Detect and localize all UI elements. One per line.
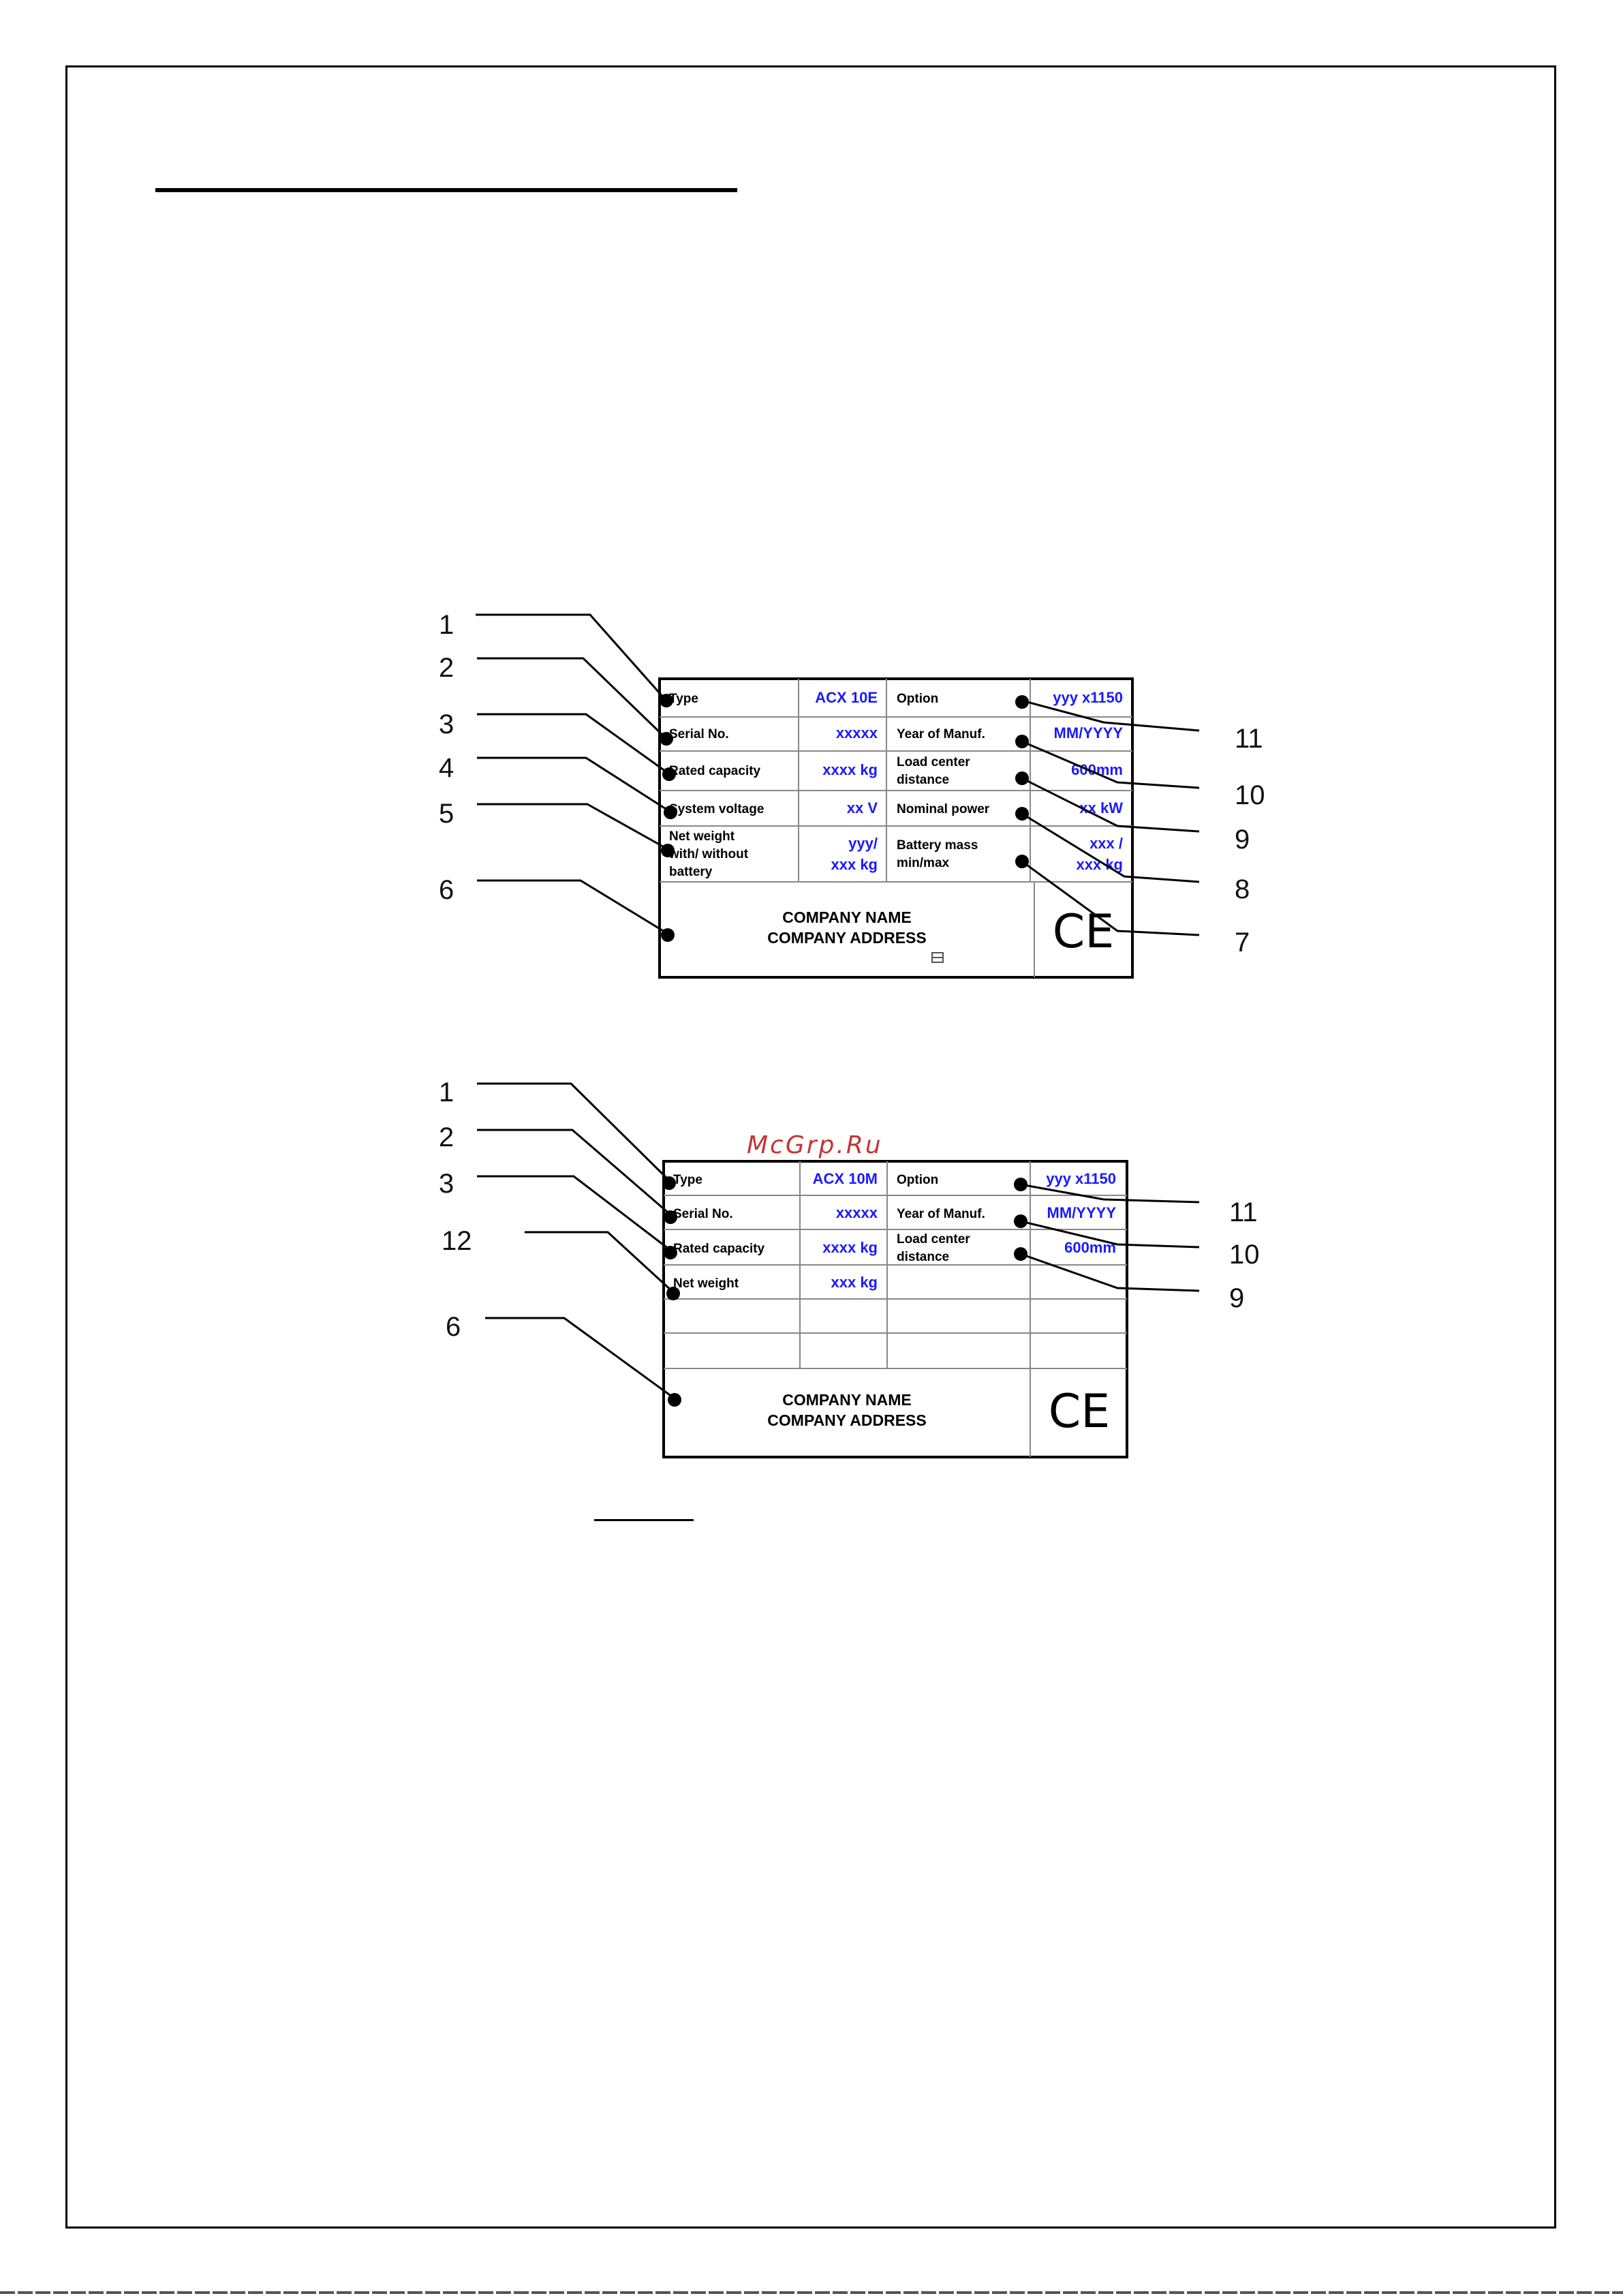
plate2-callout-1: 1 (439, 1077, 454, 1107)
plate1-voltage-label: System voltage (669, 802, 764, 816)
plate2-company-name: COMPANY NAME (782, 1391, 912, 1409)
plate1-voltage-value: xx V (847, 799, 878, 816)
plate2-right-leader-lines (1020, 1183, 1200, 1292)
plate1-callout-8: 8 (1235, 874, 1250, 904)
plate2-company-address: COMPANY ADDRESS (767, 1411, 926, 1429)
plate1-capacity-label: Rated capacity (669, 764, 761, 778)
plate2-option-label: Option (897, 1173, 938, 1187)
plate1-serial-label: Serial No. (669, 727, 729, 741)
plate1-company-name: COMPANY NAME (782, 908, 912, 926)
plate1-callout-9: 9 (1235, 825, 1250, 855)
plate1-right-leader-lines (1021, 699, 1200, 936)
plate1-netweight-label-line3: battery (669, 865, 713, 879)
plate1-serial-value: xxxxx (836, 724, 878, 741)
plate2-serial-label: Serial No. (673, 1207, 733, 1221)
plate2-capacity-label: Rated capacity (673, 1242, 765, 1256)
nameplate-2: Type ACX 10M Option yyy x1150 Serial No.… (439, 1077, 1260, 1458)
plate1-company-address: COMPANY ADDRESS (767, 929, 926, 947)
plate1-capacity-value: xxxx kg (822, 761, 878, 778)
plate2-callout-10: 10 (1229, 1240, 1260, 1270)
figure-reference-underline (594, 1519, 694, 1521)
nameplate-1-grid (660, 679, 1132, 977)
nameplate-1: Type ACX 10E Option yyy x1150 Serial No.… (439, 610, 1265, 979)
plate2-callout-6: 6 (446, 1312, 461, 1342)
plate1-netweight-value-line1: yyy/ (848, 835, 878, 852)
watermark-text: McGrp.Ru (747, 1131, 883, 1159)
plate2-type-value: ACX 10M (813, 1170, 878, 1187)
plate1-battery-label-line2: min/max (897, 856, 950, 870)
plate2-callout-9: 9 (1229, 1283, 1244, 1313)
plate2-loadcenter-label-line2: distance (897, 1250, 949, 1264)
plate2-serial-value: xxxxx (836, 1204, 878, 1221)
nameplate-2-grid (664, 1161, 1127, 1457)
page-border (65, 65, 1556, 2229)
plate2-callout-11: 11 (1229, 1197, 1258, 1227)
plate2-callout-3: 3 (439, 1169, 454, 1199)
plate1-ce-mark-icon: CE (1053, 905, 1114, 959)
nameplate-1-frame (658, 677, 1134, 979)
plate2-option-value: yyy x1150 (1046, 1170, 1116, 1187)
plate2-netweight-value: xxx kg (831, 1274, 878, 1291)
plate1-type-label: Type (669, 692, 698, 706)
plate1-callout-3: 3 (439, 709, 454, 739)
plate2-year-label: Year of Manuf. (897, 1207, 985, 1221)
plate1-left-markers (660, 694, 677, 942)
plate1-power-label: Nominal power (897, 802, 990, 816)
plate2-netweight-label: Net weight (673, 1276, 739, 1291)
plate1-netweight-label-line2: with/ without (668, 847, 749, 861)
plate2-right-markers (1014, 1178, 1027, 1261)
plate1-callout-2: 2 (439, 653, 454, 683)
page-bottom-edge (0, 2291, 1623, 2294)
plate1-callout-7: 7 (1235, 928, 1250, 958)
plate2-type-label: Type (673, 1173, 702, 1187)
plate2-callout-2: 2 (439, 1122, 454, 1152)
plate1-year-value: MM/YYYY (1054, 724, 1124, 741)
plate1-netweight-label-line1: Net weight (669, 829, 735, 844)
plate1-netweight-value-line2: xxx kg (831, 856, 878, 873)
plate1-right-markers (1015, 695, 1029, 868)
plate2-capacity-value: xxxx kg (822, 1239, 878, 1256)
plate1-loadcenter-label-line1: Load center (897, 755, 970, 769)
plate2-callout-12: 12 (442, 1226, 472, 1256)
plate1-power-value: xx kW (1079, 799, 1123, 816)
nameplate-2-frame (662, 1160, 1128, 1458)
plate2-left-leader-lines (477, 1082, 675, 1400)
plate1-callout-6: 6 (439, 875, 454, 905)
title-underline (155, 188, 737, 192)
plate2-year-value: MM/YYYY (1047, 1204, 1117, 1221)
plate2-left-markers (662, 1176, 681, 1407)
plate1-battery-value-line1: xxx / (1089, 835, 1123, 852)
plate1-type-value: ACX 10E (815, 689, 878, 706)
plate1-small-emblem-icon (931, 952, 944, 963)
plate1-year-label: Year of Manuf. (897, 727, 985, 741)
plate1-battery-label-line1: Battery mass (897, 838, 978, 853)
plate1-callout-11: 11 (1235, 724, 1263, 754)
plate1-callout-5: 5 (439, 799, 454, 829)
plate2-ce-mark-icon: CE (1049, 1385, 1110, 1439)
plate1-loadcenter-label-line2: distance (897, 773, 949, 787)
plate1-callout-1: 1 (439, 610, 454, 640)
plate1-option-value: yyy x1150 (1053, 689, 1123, 706)
plate2-loadcenter-label-line1: Load center (897, 1232, 970, 1246)
plate1-loadcenter-value: 600mm (1071, 761, 1123, 778)
plate1-option-label: Option (897, 692, 938, 706)
plate1-callout-10: 10 (1235, 780, 1265, 810)
plate1-left-leader-lines (476, 613, 670, 935)
plate1-callout-4: 4 (439, 753, 454, 783)
